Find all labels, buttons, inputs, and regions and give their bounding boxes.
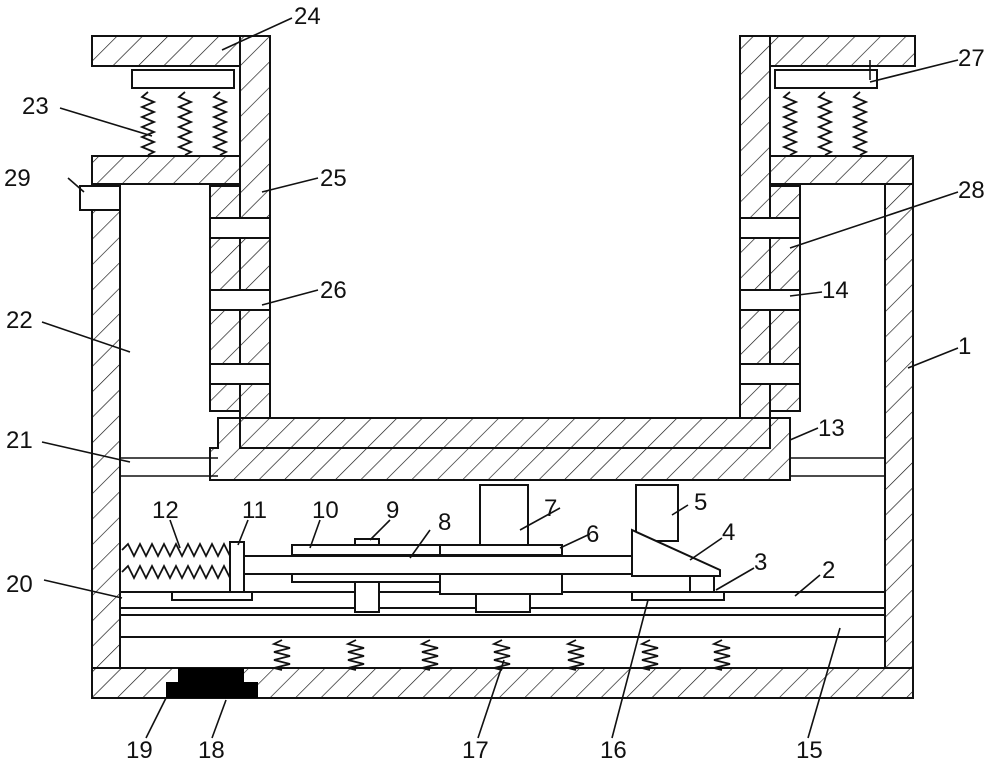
label-19: 19 — [126, 737, 153, 764]
vessel — [91, 35, 916, 481]
housing-right-wall — [884, 155, 914, 699]
label-27: 27 — [958, 45, 985, 72]
label-17: 17 — [462, 737, 489, 764]
label-28: 28 — [958, 177, 985, 204]
mechanism — [121, 484, 725, 613]
side-guides — [209, 185, 801, 412]
foot-top — [178, 668, 244, 682]
label-15: 15 — [796, 737, 823, 764]
right-block-3 — [739, 363, 801, 385]
left-block-2 — [209, 289, 271, 311]
label-7: 7 — [544, 495, 557, 522]
foot-base — [166, 682, 258, 698]
label-1: 1 — [958, 333, 971, 360]
vessel-outer-base — [209, 417, 791, 481]
support-center — [475, 593, 531, 613]
label-18: 18 — [198, 737, 225, 764]
wedge-4 — [631, 528, 721, 577]
side-handle — [79, 185, 121, 211]
block-10-lower — [291, 573, 441, 583]
label-26: 26 — [320, 277, 347, 304]
label-2: 2 — [822, 557, 835, 584]
label-3: 3 — [754, 549, 767, 576]
label-13: 13 — [818, 415, 845, 442]
label-24: 24 — [294, 3, 321, 30]
housing — [91, 155, 914, 699]
leader-lines — [41, 17, 959, 739]
left-block-1 — [209, 217, 271, 239]
label-11: 11 — [242, 497, 267, 524]
left-block-3 — [209, 363, 271, 385]
plate-15 — [119, 614, 886, 638]
label-10: 10 — [312, 497, 339, 524]
right-block-2 — [739, 289, 801, 311]
label-12: 12 — [152, 497, 179, 524]
housing-top-right-ledge — [767, 155, 914, 185]
label-25: 25 — [320, 165, 347, 192]
support-left — [354, 581, 380, 613]
label-29: 29 — [4, 165, 31, 192]
label-6: 6 — [586, 521, 599, 548]
label-23: 23 — [22, 93, 49, 120]
top-left-plate — [131, 69, 235, 89]
housing-top-left-ledge — [91, 155, 241, 185]
label-21: 21 — [6, 427, 33, 454]
column-5 — [635, 484, 679, 542]
label-22: 22 — [6, 307, 33, 334]
bottom-springs — [271, 639, 731, 671]
rail-base — [171, 591, 253, 601]
label-14: 14 — [822, 277, 849, 304]
block-6-lower — [439, 573, 563, 595]
top-springs — [131, 69, 878, 156]
rail-16 — [631, 591, 725, 601]
label-8: 8 — [438, 509, 451, 536]
housing-left-wall — [91, 155, 121, 699]
top-right-plate — [774, 69, 878, 89]
label-16: 16 — [600, 737, 627, 764]
label-5: 5 — [694, 489, 707, 516]
right-block-1 — [739, 217, 801, 239]
label-20: 20 — [6, 571, 33, 598]
top-left-cap — [91, 35, 243, 67]
rod-8 — [243, 555, 633, 575]
labels: 24 23 29 25 26 22 21 20 12 11 10 9 8 7 6… — [4, 3, 985, 764]
column-7 — [479, 484, 529, 546]
vessel-floor — [239, 417, 771, 449]
label-4: 4 — [722, 519, 735, 546]
block-6 — [439, 544, 563, 556]
item-9 — [354, 538, 380, 546]
label-9: 9 — [386, 497, 399, 524]
plate-11 — [229, 541, 245, 595]
